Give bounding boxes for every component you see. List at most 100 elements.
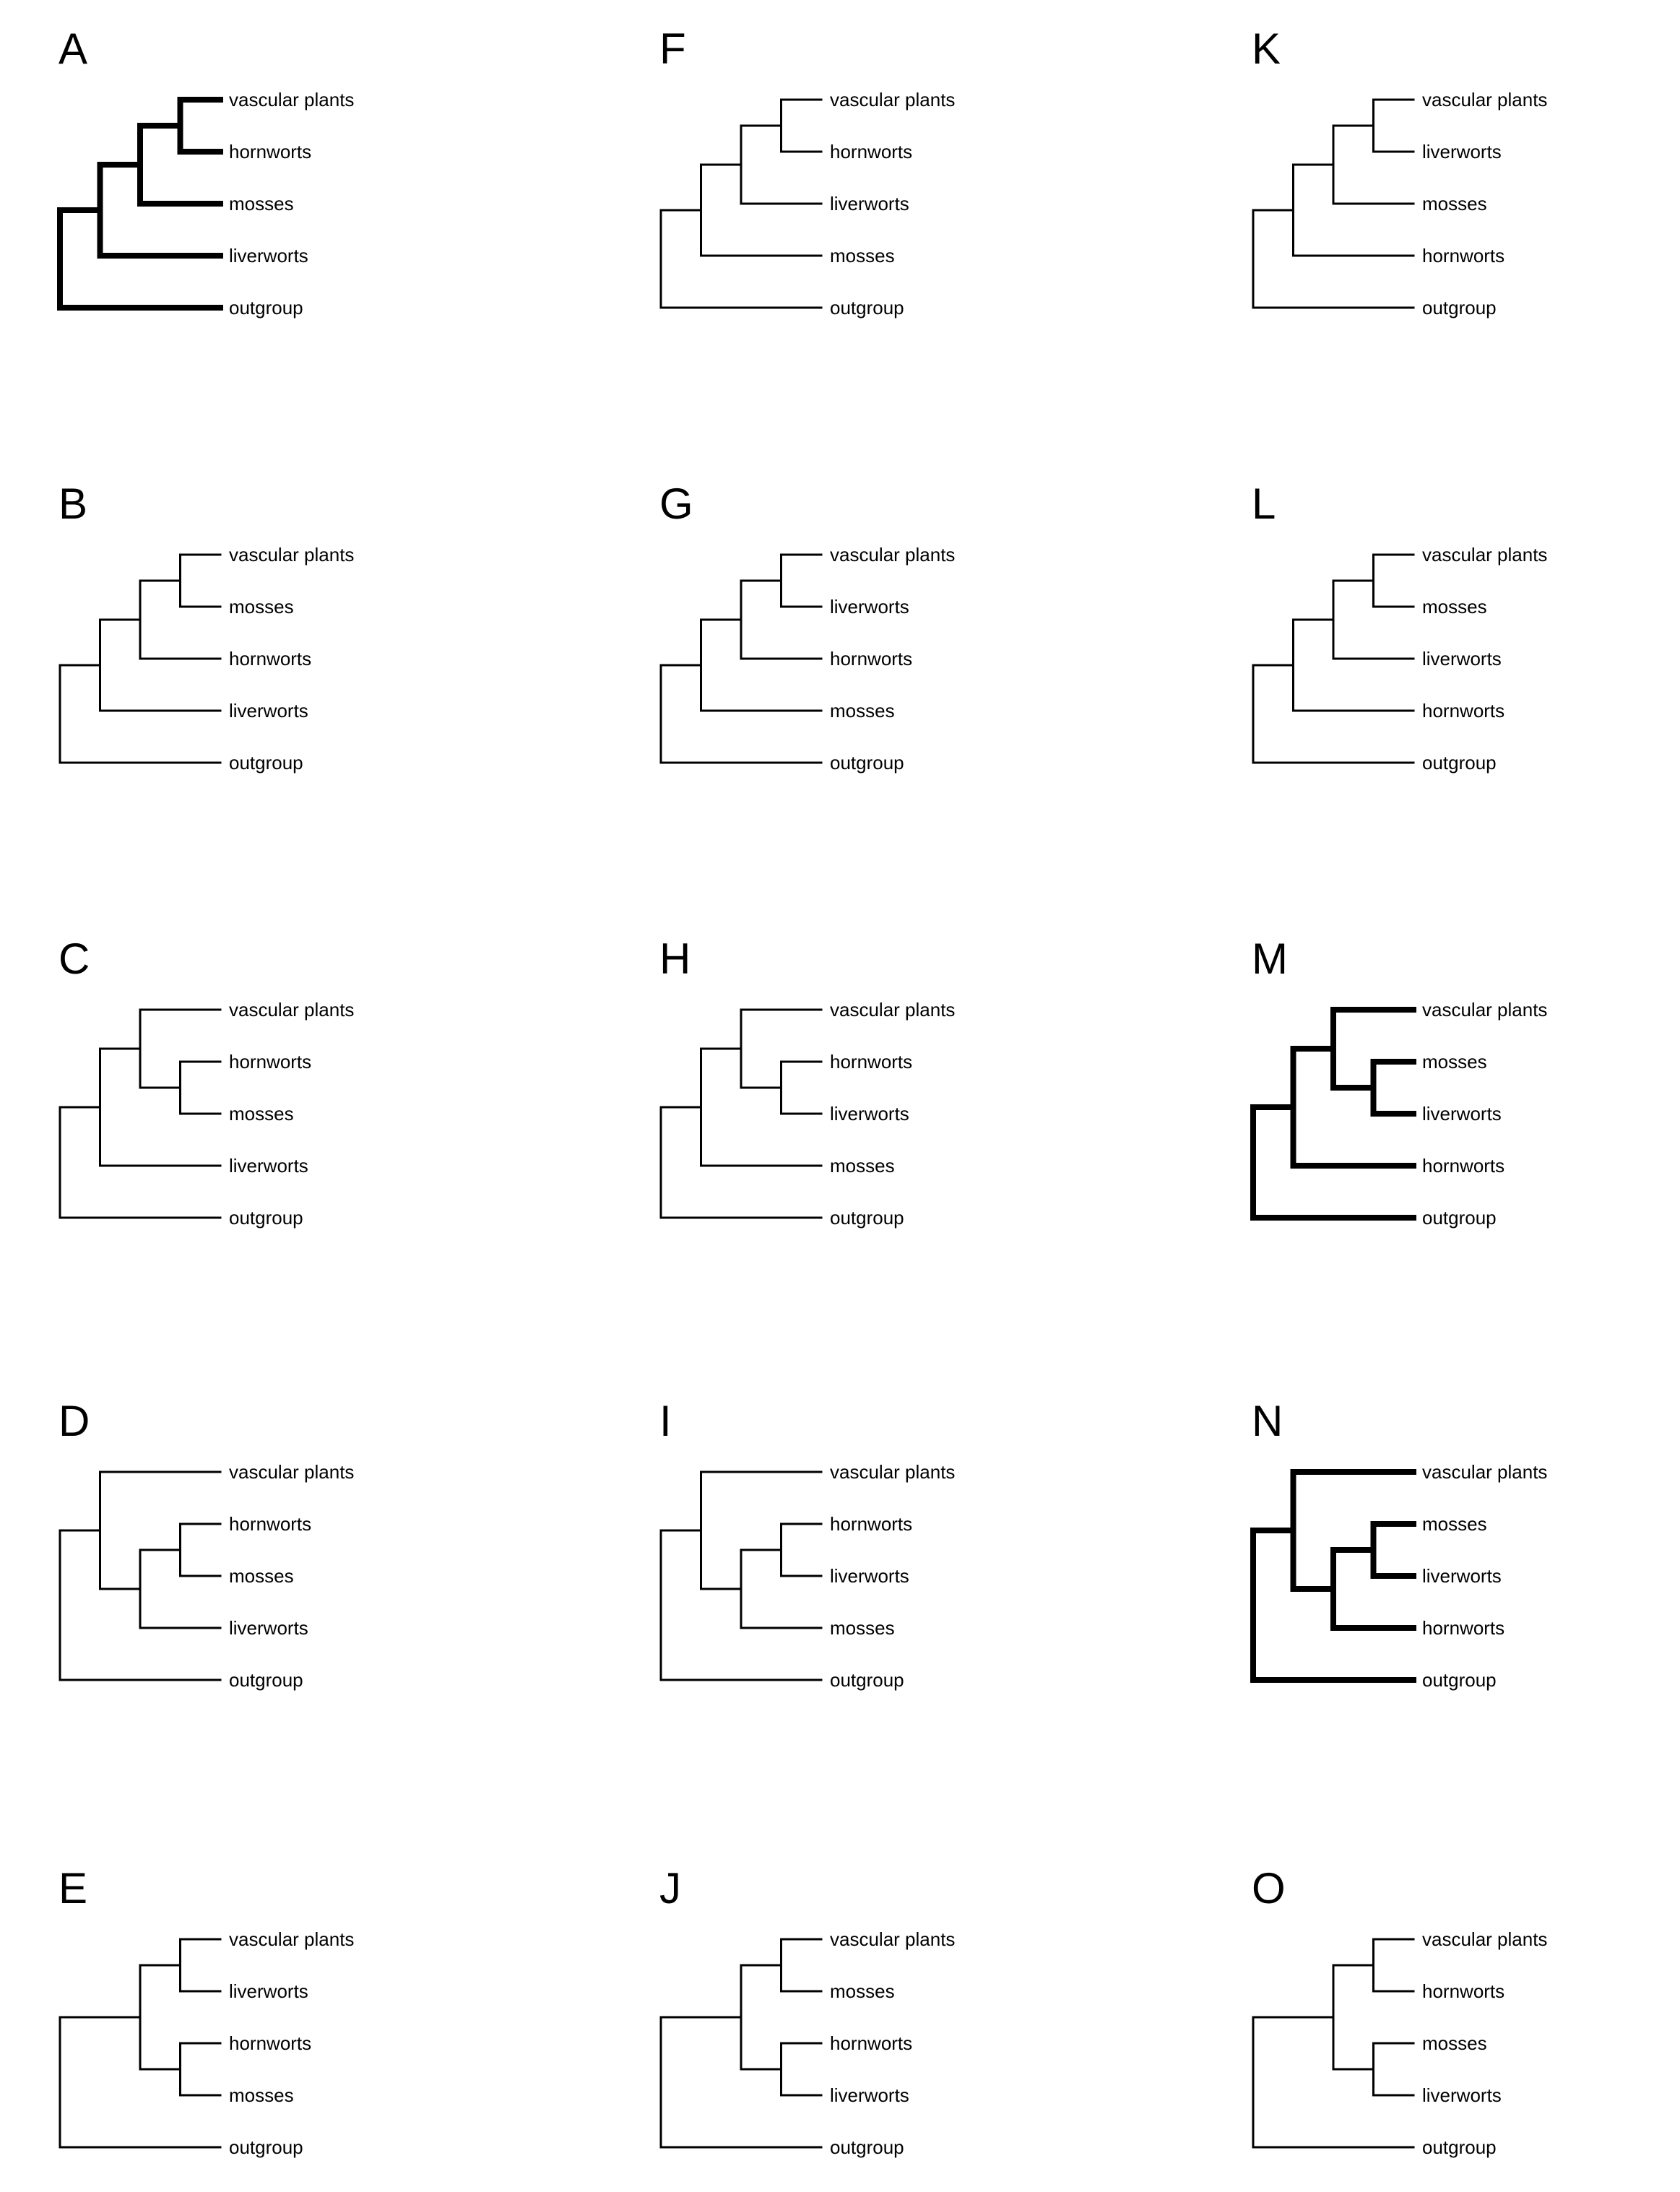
taxon-label: hornworts bbox=[229, 2032, 311, 2054]
taxon-label: liverworts bbox=[830, 2084, 909, 2106]
taxon-label: liverworts bbox=[830, 1103, 909, 1125]
taxon-label: liverworts bbox=[229, 245, 308, 267]
taxon-label: mosses bbox=[1422, 1051, 1487, 1073]
taxon-label: liverworts bbox=[229, 1980, 308, 2002]
panel-letter: D bbox=[59, 1397, 90, 1445]
taxon-label: mosses bbox=[1422, 596, 1487, 618]
taxon-label: vascular plants bbox=[830, 89, 955, 111]
taxon-label: vascular plants bbox=[830, 544, 955, 566]
taxon-label: mosses bbox=[229, 193, 294, 215]
panel-letter: A bbox=[59, 25, 87, 73]
taxon-label: vascular plants bbox=[1422, 1461, 1547, 1483]
taxon-label: liverworts bbox=[830, 1565, 909, 1587]
taxon-label: liverworts bbox=[1422, 648, 1502, 670]
panel-letter: K bbox=[1252, 25, 1281, 73]
taxon-label: outgroup bbox=[229, 1207, 303, 1229]
taxon-label: outgroup bbox=[1422, 1669, 1497, 1691]
taxon-label: outgroup bbox=[1422, 752, 1497, 774]
panel-letter: I bbox=[659, 1397, 672, 1445]
taxon-label: hornworts bbox=[830, 2032, 912, 2054]
taxon-label: hornworts bbox=[229, 141, 311, 163]
taxon-label: outgroup bbox=[229, 297, 303, 319]
taxon-label: hornworts bbox=[830, 141, 912, 163]
taxon-label: hornworts bbox=[229, 1051, 311, 1073]
taxon-label: hornworts bbox=[229, 1513, 311, 1535]
panel-letter: M bbox=[1252, 935, 1288, 983]
taxon-label: mosses bbox=[229, 596, 294, 618]
taxon-label: mosses bbox=[830, 1617, 895, 1639]
taxon-label: outgroup bbox=[229, 1669, 303, 1691]
taxon-label: vascular plants bbox=[229, 1928, 354, 1950]
taxon-label: hornworts bbox=[1422, 1155, 1504, 1177]
taxon-label: liverworts bbox=[830, 193, 909, 215]
panel-letter: F bbox=[659, 25, 686, 73]
taxon-label: mosses bbox=[229, 1565, 294, 1587]
panel-letter: C bbox=[59, 935, 90, 983]
taxon-label: mosses bbox=[1422, 193, 1487, 215]
taxon-label: hornworts bbox=[830, 648, 912, 670]
taxon-label: mosses bbox=[229, 2084, 294, 2106]
taxon-label: outgroup bbox=[830, 2136, 904, 2158]
taxon-label: vascular plants bbox=[1422, 999, 1547, 1021]
taxon-label: vascular plants bbox=[229, 1461, 354, 1483]
panel-letter: G bbox=[659, 480, 693, 528]
taxon-label: outgroup bbox=[229, 2136, 303, 2158]
taxon-label: vascular plants bbox=[1422, 1928, 1547, 1950]
taxon-label: hornworts bbox=[229, 648, 311, 670]
panel-letter: E bbox=[59, 1864, 87, 1912]
taxon-label: outgroup bbox=[830, 1207, 904, 1229]
taxon-label: outgroup bbox=[830, 752, 904, 774]
taxon-label: hornworts bbox=[1422, 1980, 1504, 2002]
taxon-label: mosses bbox=[830, 700, 895, 722]
taxon-label: vascular plants bbox=[830, 1928, 955, 1950]
taxon-label: outgroup bbox=[229, 752, 303, 774]
taxon-label: liverworts bbox=[1422, 2084, 1502, 2106]
taxon-label: mosses bbox=[1422, 1513, 1487, 1535]
taxon-label: vascular plants bbox=[830, 999, 955, 1021]
taxon-label: outgroup bbox=[830, 297, 904, 319]
panel-letter: B bbox=[59, 480, 87, 528]
taxon-label: mosses bbox=[830, 1155, 895, 1177]
taxon-label: outgroup bbox=[1422, 297, 1497, 319]
taxon-label: vascular plants bbox=[229, 999, 354, 1021]
panel-letter: H bbox=[659, 935, 690, 983]
panel-letter: O bbox=[1252, 1864, 1286, 1912]
taxon-label: hornworts bbox=[830, 1513, 912, 1535]
taxon-label: hornworts bbox=[1422, 245, 1504, 267]
taxon-label: vascular plants bbox=[1422, 89, 1547, 111]
taxon-label: hornworts bbox=[1422, 700, 1504, 722]
taxon-label: liverworts bbox=[229, 1155, 308, 1177]
taxon-label: liverworts bbox=[1422, 1565, 1502, 1587]
taxon-label: hornworts bbox=[830, 1051, 912, 1073]
taxon-label: outgroup bbox=[1422, 1207, 1497, 1229]
taxon-label: outgroup bbox=[830, 1669, 904, 1691]
taxon-label: liverworts bbox=[1422, 1103, 1502, 1125]
taxon-label: liverworts bbox=[229, 1617, 308, 1639]
